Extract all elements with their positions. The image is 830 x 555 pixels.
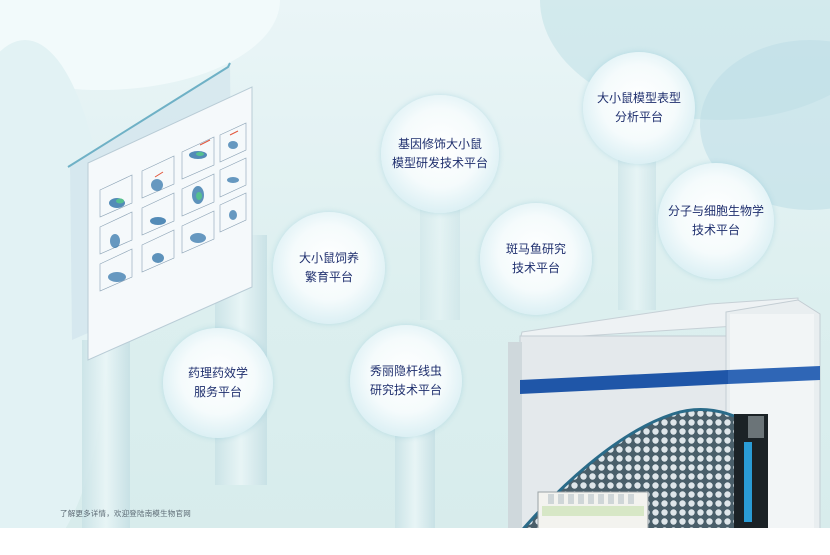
light-pillar (82, 340, 130, 530)
footer-note: 了解更多详情，欢迎登陆南模生物官网 (60, 509, 191, 518)
floor (0, 528, 830, 555)
platform-label: 大小鼠饲养 繁育平台 (298, 251, 359, 284)
light-pillar (395, 420, 435, 530)
platform-label: 分子与细胞生物学 技术平台 (667, 204, 764, 237)
platform-label: 药理药效学 服务平台 (187, 366, 248, 399)
platform-bubble-pharmacology[interactable]: 药理药效学 服务平台 (163, 328, 273, 438)
lab-instrument (508, 297, 821, 550)
platform-label: 大小鼠模型表型 分析平台 (596, 91, 681, 124)
platform-label: 秀丽隐杆线虫 研究技术平台 (369, 364, 442, 397)
platform-bubble-zebrafish[interactable]: 斑马鱼研究 技术平台 (480, 203, 592, 315)
light-pillar (618, 150, 656, 310)
platform-bubble-rodent-breeding[interactable]: 大小鼠饲养 繁育平台 (273, 212, 385, 324)
scatter-clusters (108, 130, 239, 282)
platform-bubble-cell-biology[interactable]: 分子与细胞生物学 技术平台 (658, 163, 774, 279)
light-pillar (420, 200, 460, 320)
platform-label: 斑马鱼研究 技术平台 (505, 242, 566, 275)
platform-label: 基因修饰大小鼠 模型研发技术平台 (391, 137, 488, 170)
data-panel (67, 62, 253, 361)
platform-bubble-nematode[interactable]: 秀丽隐杆线虫 研究技术平台 (350, 325, 462, 437)
scatter-plot-grid (99, 122, 247, 292)
platform-bubble-phenotype[interactable]: 大小鼠模型表型 分析平台 (583, 52, 695, 164)
platform-bubble-gene-editing[interactable]: 基因修饰大小鼠 模型研发技术平台 (381, 95, 499, 213)
